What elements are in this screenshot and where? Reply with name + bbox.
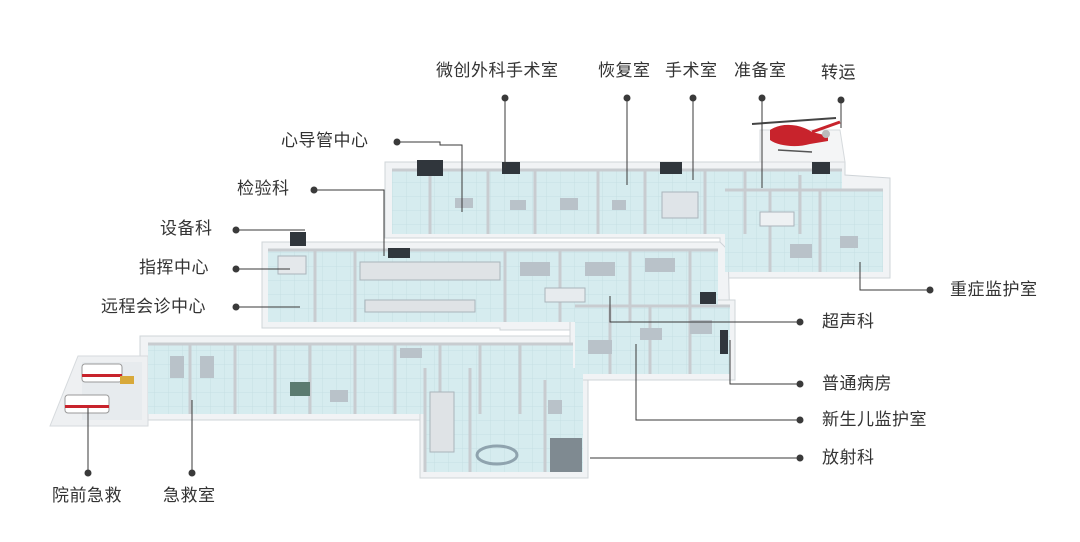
label-minimally-invasive-or: 微创外科手术室: [436, 61, 559, 81]
ambulance-icon: [64, 363, 134, 414]
label-command-center: 指挥中心: [139, 258, 209, 278]
room-walls: [148, 168, 883, 472]
leader-lines: [87, 98, 930, 473]
label-radiology: 放射科: [822, 448, 875, 468]
leader-dots: [84, 94, 934, 477]
label-icu: 重症监护室: [950, 280, 1038, 300]
label-operating-room: 手术室: [665, 61, 718, 81]
label-remote-consult-center: 远程会诊中心: [101, 297, 206, 317]
label-emergency-room: 急救室: [163, 486, 216, 506]
label-general-ward: 普通病房: [822, 374, 892, 394]
label-laboratory: 检验科: [237, 179, 290, 199]
label-recovery-room: 恢复室: [598, 61, 651, 81]
label-equipment-dept: 设备科: [160, 219, 213, 239]
label-preparation-room: 准备室: [734, 61, 787, 81]
label-ultrasound: 超声科: [822, 312, 875, 332]
helicopter-icon: [751, 117, 841, 153]
label-cardiac-cath-center: 心导管中心: [281, 131, 369, 151]
label-neonatal-icu: 新生儿监护室: [822, 410, 927, 430]
equipment-blocks: [170, 160, 858, 472]
label-prehospital-emergency: 院前急救: [52, 486, 122, 506]
room-floors: [82, 170, 883, 472]
label-transfer: 转运: [821, 63, 856, 83]
